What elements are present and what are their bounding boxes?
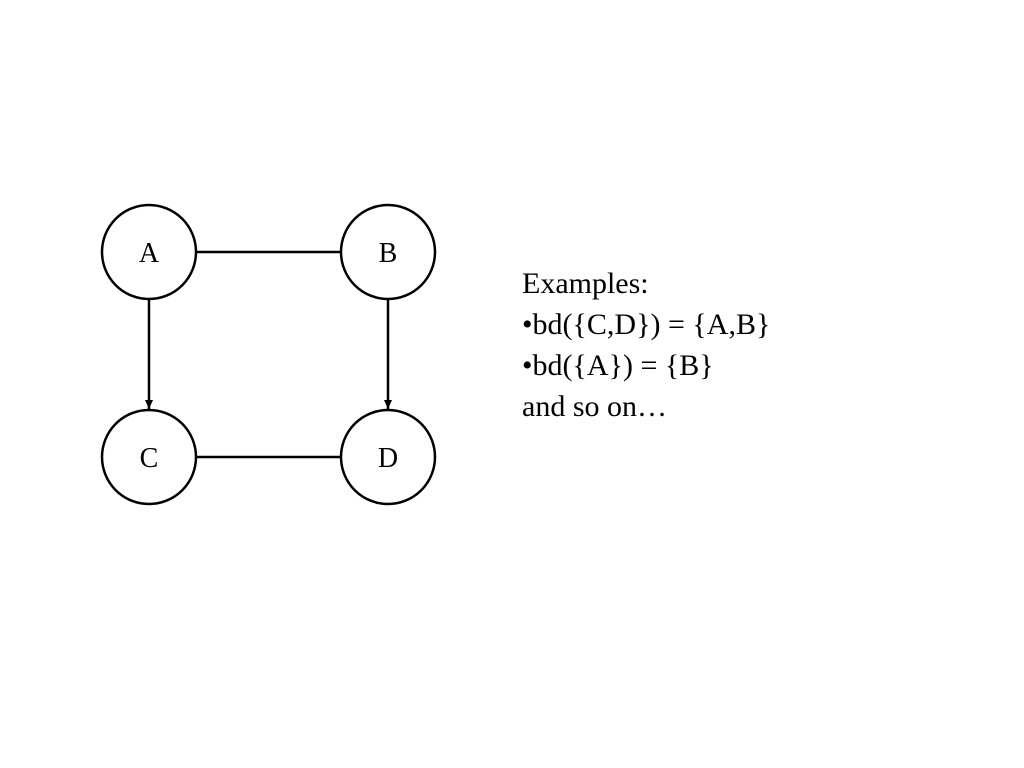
examples-footer: and so on…	[522, 390, 667, 423]
node-a: A	[100, 203, 198, 301]
node-c-label: C	[140, 443, 159, 474]
example-item: •bd({A}) = {B}	[522, 349, 714, 382]
node-b-label: B	[379, 238, 398, 269]
node-d: D	[339, 408, 437, 506]
examples-block: Examples: •bd({C,D}) = {A,B} •bd({A}) = …	[522, 263, 770, 427]
examples-heading: Examples:	[522, 267, 649, 300]
node-a-label: A	[139, 238, 160, 269]
node-b: B	[339, 203, 437, 301]
node-d-label: D	[378, 443, 398, 474]
node-c: C	[100, 408, 198, 506]
example-item: •bd({C,D}) = {A,B}	[522, 308, 771, 341]
